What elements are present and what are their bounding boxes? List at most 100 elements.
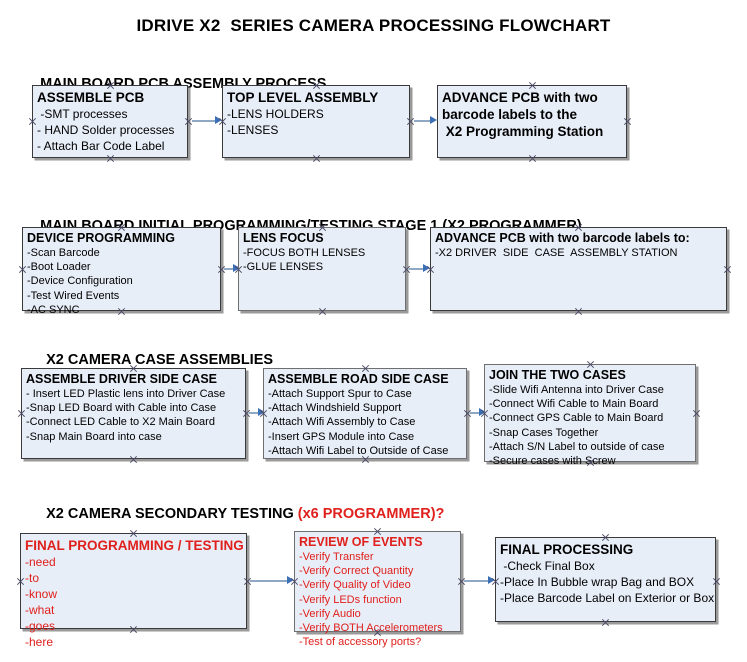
node-title: DEVICE PROGRAMMING — [27, 231, 175, 245]
node-line: -LENS HOLDERS — [227, 107, 324, 121]
node-body: -need -to -know -what -goes -here — [25, 554, 244, 650]
node-final-processing[interactable]: FINAL PROCESSING -Check Final Box -Place… — [495, 537, 716, 622]
node-line: -what — [25, 603, 55, 617]
connector-arrowhead — [430, 116, 437, 124]
node-line: -FOCUS BOTH LENSES — [243, 247, 366, 259]
connector-line — [250, 580, 290, 582]
connector-line — [414, 120, 433, 122]
node-title: ADVANCE PCB with two barcode labels to: — [435, 231, 690, 245]
node-title: LENS FOCUS — [243, 231, 324, 245]
node-review-of-events[interactable]: REVIEW OF EVENTS -Verify Transfer -Verif… — [294, 531, 461, 648]
node-body: -LENS HOLDERS -LENSES — [227, 106, 407, 138]
section-heading-text: X2 CAMERA SECONDARY TESTING — [46, 506, 298, 522]
node-line: - Attach Bar Code Label — [37, 139, 165, 153]
node-line: -Snap Cases Together — [489, 426, 599, 439]
node-title: REVIEW OF EVENTS — [299, 535, 423, 549]
node-line: -X2 DRIVER SIDE CASE ASSEMBLY STATION — [435, 247, 678, 259]
connector-line — [464, 580, 491, 582]
section-heading-case-assemblies: X2 CAMERA CASE ASSEMBLIES — [30, 336, 273, 384]
connector-arrowhead — [258, 408, 265, 416]
node-lens-focus[interactable]: LENS FOCUS -FOCUS BOTH LENSES -GLUE LENS… — [238, 227, 406, 311]
node-line: -Attach Windshield Support — [268, 402, 402, 415]
node-body: -Attach Support Spur to Case -Attach Win… — [268, 387, 464, 458]
node-body: -FOCUS BOTH LENSES -GLUE LENSES — [243, 246, 403, 274]
node-line: -Snap LED Board with Cable into Case — [26, 402, 217, 415]
node-line: -Verify BOTH Accelerometers — [299, 622, 443, 635]
node-line: -to — [25, 571, 40, 585]
page-title: IDRIVE X2 SERIES CAMERA PROCESSING FLOWC… — [136, 16, 611, 35]
node-line: - Insert LED Plastic lens into Driver Ca… — [26, 388, 226, 400]
node-line: -Attach Wifi Assembly to Case — [268, 416, 416, 429]
node-assemble-pcb[interactable]: ASSEMBLE PCB -SMT processes - HAND Solde… — [32, 85, 188, 158]
node-title: ADVANCE PCB with two — [442, 90, 598, 105]
node-join-the-two-cases[interactable]: JOIN THE TWO CASES -Slide Wifi Antenna i… — [484, 364, 696, 467]
node-line: -SMT processes — [37, 107, 128, 121]
node-line: -Verify Correct Quantity — [299, 565, 414, 578]
node-top-level-assembly[interactable]: TOP LEVEL ASSEMBLY -LENS HOLDERS -LENSES — [222, 85, 410, 158]
node-final-programming-testing[interactable]: FINAL PROGRAMMING / TESTING -need -to -k… — [20, 533, 247, 649]
node-line: -need — [25, 555, 56, 569]
node-title: FINAL PROGRAMMING / TESTING — [25, 538, 244, 553]
node-line: -Verify Audio — [299, 607, 361, 620]
node-line: -goes — [25, 619, 56, 633]
node-advance-pcb-programming-station[interactable]: ADVANCE PCB with two barcode labels to t… — [437, 85, 627, 158]
connector-line — [192, 120, 218, 122]
section-heading-accent: (x6 PROGRAMMER)? — [297, 506, 445, 522]
connector-line — [409, 268, 426, 270]
node-body: -Verify Transfer -Verify Correct Quantit… — [299, 550, 458, 649]
node-title: FINAL PROCESSING — [500, 542, 634, 557]
node-line: -Attach Wifi Label to Outside of Case — [268, 444, 449, 457]
node-line: -GLUE LENSES — [243, 261, 324, 274]
node-line: -AC SYNC — [27, 303, 80, 316]
node-line: -Place In Bubble wrap Bag and BOX — [500, 575, 695, 589]
node-line: -Verify Transfer — [299, 551, 374, 563]
connector-line — [470, 412, 482, 414]
node-line: -Verify LEDs function — [299, 593, 402, 606]
node-line: -Connect Wifi Cable to Main Board — [489, 398, 659, 411]
connector-arrowhead — [287, 576, 294, 584]
node-line: -know — [25, 587, 58, 601]
node-line: - HAND Solder processes — [37, 123, 175, 137]
node-line: -here — [25, 635, 54, 649]
node-title: ASSEMBLE PCB — [37, 90, 145, 105]
node-line: -Connect LED Cable to X2 Main Board — [26, 416, 215, 429]
node-assemble-driver-side-case[interactable]: ASSEMBLE DRIVER SIDE CASE - Insert LED P… — [21, 368, 246, 459]
section-heading-secondary-testing: X2 CAMERA SECONDARY TESTING (x6 PROGRAMM… — [30, 490, 444, 538]
connector-arrowhead — [215, 116, 222, 124]
node-title: TOP LEVEL ASSEMBLY — [227, 90, 379, 105]
node-advance-pcb-case-assembly-station[interactable]: ADVANCE PCB with two barcode labels to: … — [430, 227, 727, 311]
node-title-line3: X2 Programming Station — [442, 124, 604, 139]
node-line: -Secure cases with Screw — [489, 455, 616, 468]
node-line-overflow: -Test of accessory ports? — [299, 636, 422, 649]
section-heading-text: X2 CAMERA CASE ASSEMBLIES — [46, 352, 274, 368]
connector-arrowhead — [233, 264, 240, 272]
node-line: -Attach S/N Label to outside of case — [489, 440, 665, 453]
connector-line — [224, 268, 236, 270]
node-title-line2: barcode labels to the — [442, 107, 578, 122]
node-title: ASSEMBLE ROAD SIDE CASE — [268, 372, 449, 386]
node-body: -Slide Wifi Antenna into Driver Case -Co… — [489, 383, 693, 468]
node-title: ASSEMBLE DRIVER SIDE CASE — [26, 372, 218, 386]
connector-line — [249, 412, 261, 414]
node-line: -Device Configuration — [27, 275, 133, 288]
node-line: -Check Final Box — [500, 559, 595, 573]
node-body: -Scan Barcode -Boot Loader -Device Confi… — [27, 246, 218, 317]
node-device-programming[interactable]: DEVICE PROGRAMMING -Scan Barcode -Boot L… — [22, 227, 221, 316]
connector-arrowhead — [423, 264, 430, 272]
node-body: -SMT processes - HAND Solder processes -… — [37, 106, 185, 154]
node-body: -X2 DRIVER SIDE CASE ASSEMBLY STATION — [435, 246, 724, 260]
node-body: - Insert LED Plastic lens into Driver Ca… — [26, 387, 243, 444]
node-line: -Connect GPS Cable to Main Board — [489, 412, 664, 425]
connector-arrowhead — [488, 576, 495, 584]
node-line: -LENSES — [227, 123, 279, 137]
node-line: -Snap Main Board into case — [26, 430, 162, 443]
node-line: -Verify Quality of Video — [299, 579, 411, 592]
node-line: -Attach Support Spur to Case — [268, 388, 412, 400]
node-assemble-road-side-case[interactable]: ASSEMBLE ROAD SIDE CASE -Attach Support … — [263, 368, 467, 459]
node-line: -Slide Wifi Antenna into Driver Case — [489, 384, 664, 396]
node-body: -Check Final Box -Place In Bubble wrap B… — [500, 558, 714, 606]
connector-arrowhead — [479, 408, 486, 416]
node-title: JOIN THE TWO CASES — [489, 368, 626, 382]
node-line: -Insert GPS Module into Case — [268, 430, 415, 443]
